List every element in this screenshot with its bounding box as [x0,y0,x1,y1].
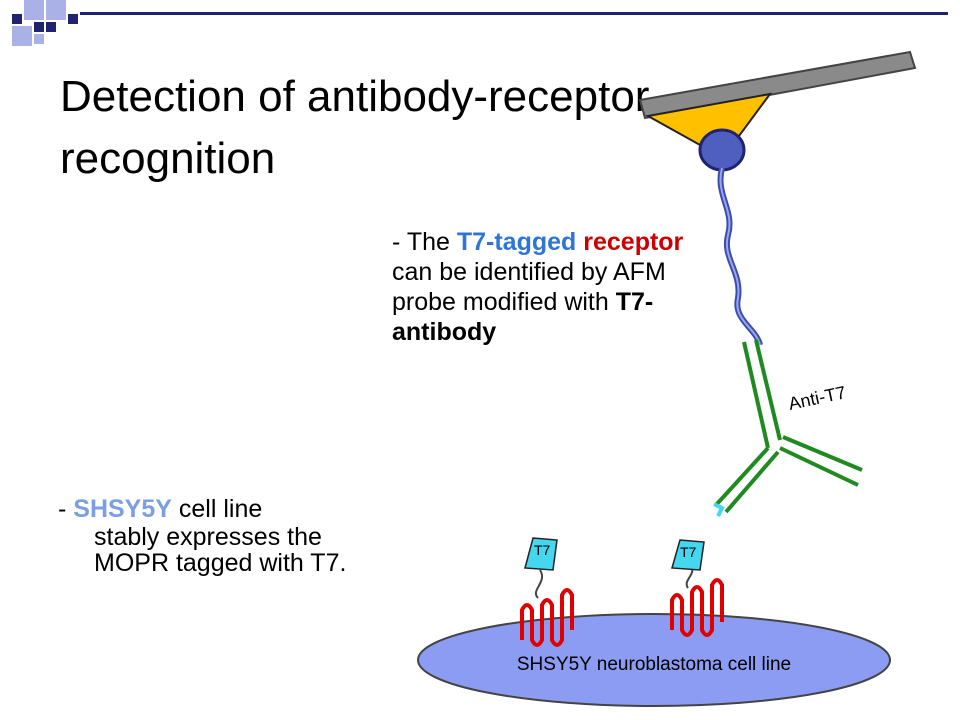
cell-membrane [417,613,891,707]
t7-antibody-term: T7-antibody [392,288,654,346]
antibody-binding-site [713,502,725,517]
afm-cantilever [638,50,917,120]
t7-tag-1-label: T7 [534,542,551,558]
receptor-1 [520,588,574,647]
shsy-rest-text: stably expresses the MOPR tagged with T7… [94,523,347,577]
receptor-1-tail [535,569,543,599]
peg-linker [717,167,763,346]
t7-tag-1 [524,537,558,571]
t7-tagged-term: T7-tagged [456,228,577,256]
cell-label: SHSY5Y neuroblastoma cell line [517,654,791,675]
page-title: Detection of antibody-receptor recogniti… [60,72,650,183]
shsy-dash: - [58,495,74,523]
t7-dash: - The [392,228,457,256]
t7-tag-2 [671,539,705,571]
receptor-2 [670,578,724,637]
anti-t7-antibody [714,339,863,514]
shsy-line1-rest: cell line [171,495,263,523]
tip-bead [698,128,746,172]
t7-tag-2-label: T7 [680,544,697,560]
t7-middle-text: can be identified by AFM probe modified … [392,258,666,316]
t7-description: - The T7-tagged receptor can be identifi… [392,227,692,347]
shsy-description: - SHSY5Y cell line stably expresses the … [58,494,388,576]
shsy-cell-term: SHSY5Y [73,495,172,523]
header-rule [80,12,948,15]
receptor-term: receptor [583,228,684,256]
anti-t7-label: Anti-T7 [787,382,848,414]
